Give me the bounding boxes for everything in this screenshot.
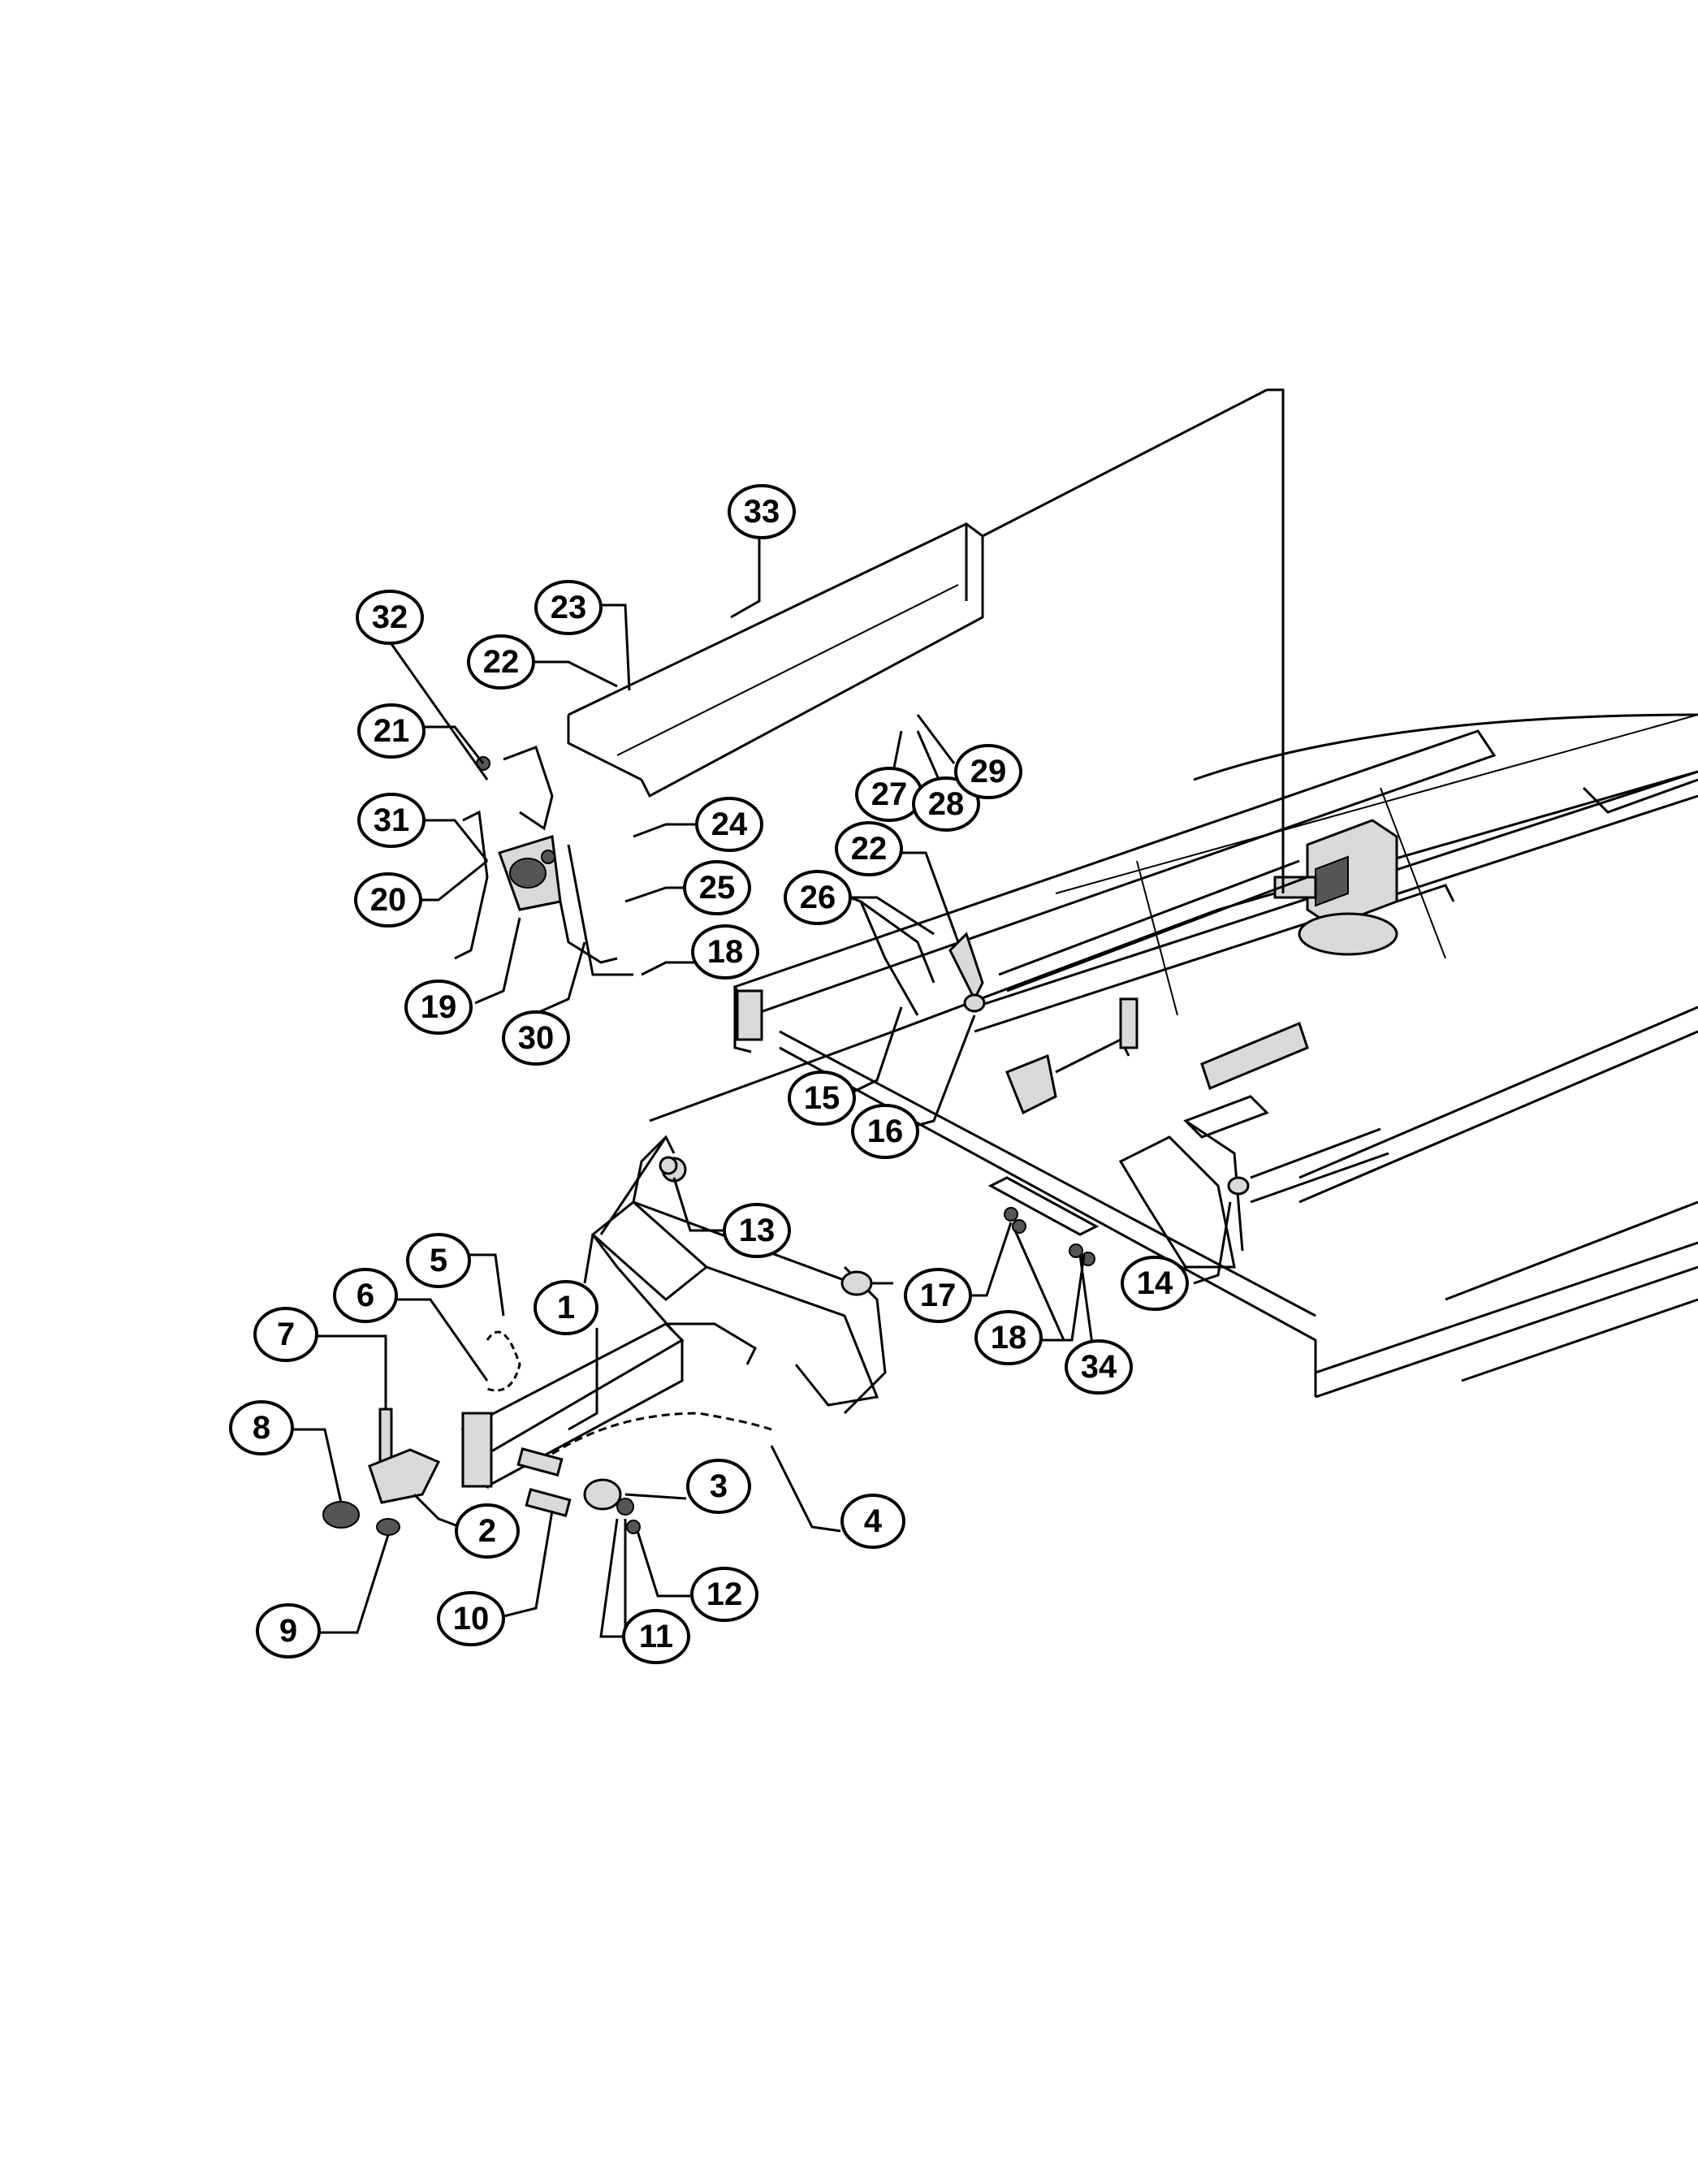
part-number-17: 17 xyxy=(920,1278,957,1313)
part-label-11: 11 xyxy=(622,1609,690,1664)
tongue-tube xyxy=(460,1322,757,1490)
part-label-7: 7 xyxy=(253,1307,318,1362)
part-number-15: 15 xyxy=(804,1080,840,1116)
part-label-31: 31 xyxy=(357,793,426,848)
part-number-14: 14 xyxy=(1137,1265,1173,1301)
part-number-34: 34 xyxy=(1081,1349,1117,1385)
shield-bracket xyxy=(454,746,633,976)
part-label-19: 19 xyxy=(404,980,473,1035)
part-label-6: 6 xyxy=(333,1268,398,1323)
safety-chain xyxy=(486,1330,772,1455)
part-label-26: 26 xyxy=(784,870,852,925)
part-number-9: 9 xyxy=(279,1613,297,1649)
part-number-29: 29 xyxy=(970,754,1007,789)
part-label-18-upper: 18 xyxy=(691,924,759,980)
part-number-27: 27 xyxy=(871,776,908,812)
gearbox-leader-frame xyxy=(1267,388,1285,893)
part-label-16: 16 xyxy=(851,1104,919,1159)
part-label-25: 25 xyxy=(683,860,751,915)
gearbox xyxy=(1273,819,1455,956)
part-label-20: 20 xyxy=(354,872,422,928)
part-label-13: 13 xyxy=(723,1203,791,1258)
part-label-10: 10 xyxy=(437,1591,505,1646)
part-label-18-lower: 18 xyxy=(974,1310,1043,1365)
part-label-2: 2 xyxy=(455,1503,520,1559)
part-number-2: 2 xyxy=(478,1513,496,1549)
rear-beam xyxy=(732,729,1698,1373)
part-number-20: 20 xyxy=(370,882,407,918)
part-number-18-upper: 18 xyxy=(707,934,744,970)
part-number-7: 7 xyxy=(277,1317,295,1352)
part-label-24: 24 xyxy=(695,797,763,852)
part-number-22-lower: 22 xyxy=(851,831,888,867)
part-number-12: 12 xyxy=(706,1576,743,1612)
part-number-30: 30 xyxy=(518,1020,555,1056)
part-label-8: 8 xyxy=(229,1400,294,1455)
lift-cylinder xyxy=(1118,1021,1389,1269)
part-number-4: 4 xyxy=(864,1503,883,1539)
part-label-28: 28 xyxy=(912,776,980,832)
part-number-26: 26 xyxy=(800,880,836,915)
part-number-1: 1 xyxy=(557,1290,575,1326)
part-number-25: 25 xyxy=(699,870,736,906)
clevis-assembly xyxy=(322,1408,641,1536)
part-label-30: 30 xyxy=(502,1010,570,1066)
part-number-11: 11 xyxy=(639,1619,673,1654)
leader-lines xyxy=(292,532,1232,1638)
part-label-14: 14 xyxy=(1121,1256,1189,1311)
part-label-29: 29 xyxy=(954,744,1022,799)
part-number-28: 28 xyxy=(928,786,965,822)
part-label-23: 23 xyxy=(534,580,603,635)
part-number-31: 31 xyxy=(374,802,410,838)
part-number-3: 3 xyxy=(710,1468,728,1504)
part-label-27: 27 xyxy=(855,767,923,822)
part-number-8: 8 xyxy=(253,1410,270,1446)
part-number-16: 16 xyxy=(867,1114,904,1149)
part-label-32: 32 xyxy=(356,590,424,645)
driveline-support xyxy=(795,859,1308,1115)
part-number-32: 32 xyxy=(372,599,408,635)
part-label-21: 21 xyxy=(357,703,426,759)
part-label-4: 4 xyxy=(840,1494,905,1549)
part-label-33: 33 xyxy=(728,484,796,539)
part-label-1: 1 xyxy=(534,1280,598,1335)
part-label-22-lower: 22 xyxy=(835,821,903,876)
part-label-9: 9 xyxy=(256,1603,321,1659)
part-number-19: 19 xyxy=(421,989,457,1025)
part-number-33: 33 xyxy=(744,494,780,530)
part-number-5: 5 xyxy=(430,1243,447,1278)
hitch-frame xyxy=(583,1135,893,1415)
part-number-10: 10 xyxy=(453,1601,490,1637)
part-label-3: 3 xyxy=(686,1459,751,1514)
part-label-15: 15 xyxy=(788,1070,856,1126)
part-label-12: 12 xyxy=(690,1567,758,1622)
part-label-34: 34 xyxy=(1065,1339,1133,1395)
part-number-13: 13 xyxy=(739,1213,776,1248)
gearbox-shield xyxy=(567,388,1268,798)
part-number-21: 21 xyxy=(374,713,410,749)
part-number-22-upper: 22 xyxy=(483,644,520,680)
part-label-22-upper: 22 xyxy=(467,634,535,690)
part-number-24: 24 xyxy=(711,807,748,842)
mower-deck xyxy=(649,713,1698,1399)
part-number-6: 6 xyxy=(356,1278,374,1313)
part-label-5: 5 xyxy=(406,1233,471,1288)
part-number-18-lower: 18 xyxy=(991,1320,1027,1356)
part-number-23: 23 xyxy=(551,590,587,625)
part-label-17: 17 xyxy=(904,1268,972,1323)
